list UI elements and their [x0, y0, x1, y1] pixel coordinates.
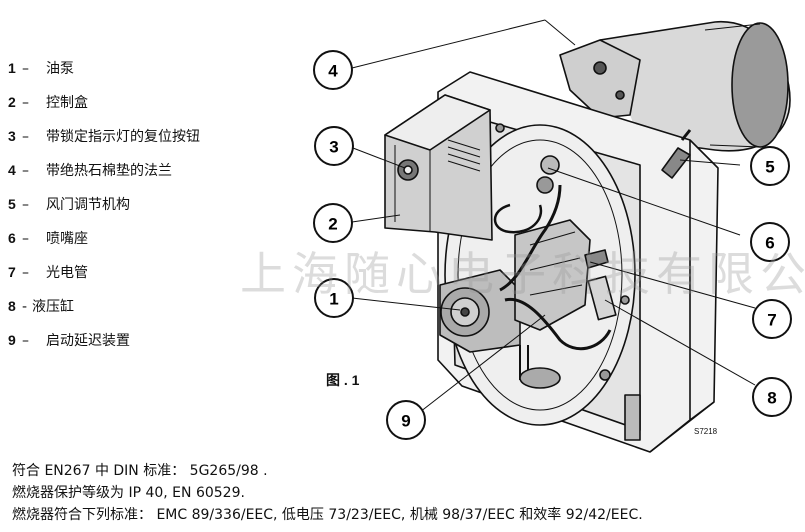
callout-label-3: 3 — [329, 138, 338, 157]
leader-line-6 — [547, 167, 741, 236]
blast-tube-end — [731, 22, 789, 148]
callout-label-6: 6 — [765, 234, 774, 253]
callout-3 — [314, 126, 354, 166]
callout-label-2: 2 — [328, 215, 337, 234]
legend-item: 9–启动延迟装置 — [8, 332, 130, 349]
standards-notes: 符合 EN267 中 DIN 标准： 5G265/98 . 燃烧器保护等级为 I… — [12, 460, 643, 526]
leader-line-1 — [351, 297, 461, 311]
leader-line-9 — [419, 314, 546, 413]
callout-label-1: 1 — [329, 290, 338, 309]
leader-line-4 — [351, 19, 546, 69]
note-line: 燃烧器保护等级为 IP 40, EN 60529. — [12, 485, 245, 501]
leader-line-3 — [352, 147, 406, 169]
callout-2 — [313, 203, 353, 243]
callout-1 — [314, 278, 354, 318]
leader-line-7 — [589, 261, 756, 309]
callout-label-9: 9 — [401, 412, 410, 431]
callout-4 — [313, 50, 353, 90]
callout-9 — [386, 400, 426, 440]
legend-item: 5–风门调节机构 — [8, 196, 130, 213]
note-line: 燃烧器符合下列标准： EMC 89/336/EEC, 低电压 73/23/EEC… — [12, 507, 643, 523]
callout-label-5: 5 — [765, 158, 774, 177]
legend-item: 6–喷嘴座 — [8, 230, 88, 247]
legend-item: 4–带绝热石棉垫的法兰 — [8, 162, 172, 179]
hydraulic-cylinder — [587, 275, 617, 321]
callout-label-8: 8 — [767, 389, 776, 408]
legend-item: 7–光电管 — [8, 264, 88, 281]
figure-label: 图 . 1 — [326, 372, 360, 388]
damper-adjuster — [661, 147, 691, 179]
callout-8 — [752, 377, 792, 417]
leader-line-2 — [351, 214, 401, 223]
callouts — [313, 50, 792, 440]
leader-line-5 — [679, 159, 741, 166]
legend-item: 1–油泵 — [8, 60, 74, 77]
callout-6 — [750, 222, 790, 262]
callout-label-7: 7 — [767, 311, 776, 330]
photocell — [584, 249, 609, 269]
watermark: 上海随心电子科技有限公司 — [240, 247, 805, 301]
callout-label-4: 4 — [328, 62, 338, 81]
legend-item: 2–控制盒 — [8, 94, 88, 111]
oil-pipe — [499, 184, 562, 292]
leader-line-8 — [604, 299, 756, 386]
callout-5 — [750, 146, 790, 186]
legend-item: 3–带锁定指示灯的复位按钮 — [8, 128, 200, 145]
callout-7 — [752, 299, 792, 339]
legend-item: 8-液压缸 — [8, 298, 74, 315]
delay-device — [519, 367, 561, 389]
note-line: 符合 EN267 中 DIN 标准： 5G265/98 . — [12, 463, 268, 479]
figure-code: S7218 — [694, 427, 718, 436]
burner-illustration: 4 3 2 1 5 6 7 8 9 — [313, 19, 792, 453]
nozzle-holder — [493, 203, 543, 234]
